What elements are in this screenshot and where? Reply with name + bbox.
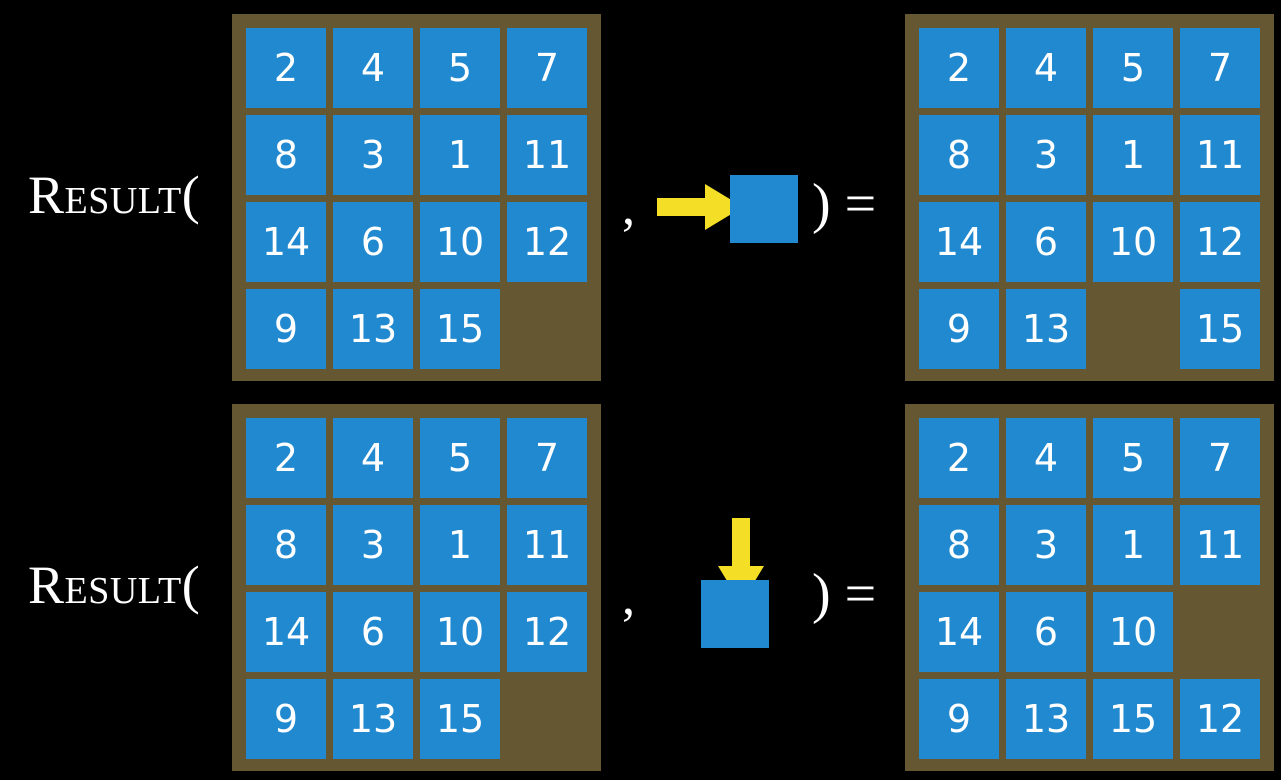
tile[interactable]: 10: [1093, 592, 1173, 672]
tile[interactable]: 7: [507, 28, 587, 108]
tile[interactable]: 11: [507, 115, 587, 195]
move-indicator-row-2: [690, 500, 810, 680]
blank-tile[interactable]: [1180, 592, 1260, 672]
tile[interactable]: 9: [919, 289, 999, 369]
tile[interactable]: 1: [420, 115, 500, 195]
blank-tile-glyph: [701, 580, 769, 648]
tile[interactable]: 7: [1180, 28, 1260, 108]
tile[interactable]: 5: [420, 28, 500, 108]
tile[interactable]: 2: [919, 418, 999, 498]
tile[interactable]: 11: [1180, 115, 1260, 195]
close-paren-equals-row-1: ) =: [812, 173, 877, 235]
tile[interactable]: 13: [1006, 289, 1086, 369]
tile[interactable]: 6: [333, 202, 413, 282]
board-grid: 2 4 5 7 8 3 1 11 14 6 10 12 9 13 15: [919, 28, 1274, 369]
tile[interactable]: 1: [1093, 115, 1173, 195]
tile[interactable]: 2: [246, 418, 326, 498]
input-board-row-2: 2 4 5 7 8 3 1 11 14 6 10 12 9 13 15: [232, 404, 601, 771]
tile[interactable]: 14: [246, 202, 326, 282]
tile[interactable]: 3: [1006, 505, 1086, 585]
tile[interactable]: 5: [420, 418, 500, 498]
equation-row-2: Result( 2 4 5 7 8 3 1 11 14 6 10 12 9 13…: [0, 390, 1281, 780]
result-label-row-2: Result(: [28, 555, 201, 615]
tile[interactable]: 12: [507, 202, 587, 282]
tile[interactable]: 4: [1006, 28, 1086, 108]
equation-row-1: Result( 2 4 5 7 8 3 1 11 14 6 10 12 9 13…: [28, 14, 1274, 381]
tile[interactable]: 4: [333, 28, 413, 108]
tile[interactable]: 4: [333, 418, 413, 498]
tile[interactable]: 15: [1093, 679, 1173, 759]
close-paren-equals-row-2: ) =: [812, 563, 877, 625]
output-board-row-1: 2 4 5 7 8 3 1 11 14 6 10 12 9 13 15: [905, 14, 1274, 381]
tile[interactable]: 9: [919, 679, 999, 759]
tile[interactable]: 2: [919, 28, 999, 108]
tile[interactable]: 8: [246, 115, 326, 195]
tile[interactable]: 7: [507, 418, 587, 498]
tile[interactable]: 4: [1006, 418, 1086, 498]
tile[interactable]: 15: [1180, 289, 1260, 369]
tile[interactable]: 8: [919, 115, 999, 195]
tile[interactable]: 10: [1093, 202, 1173, 282]
tile[interactable]: 14: [919, 592, 999, 672]
board-grid: 2 4 5 7 8 3 1 11 14 6 10 12 9 13 15: [246, 28, 601, 369]
tile[interactable]: 6: [1006, 202, 1086, 282]
board-grid: 2 4 5 7 8 3 1 11 14 6 10 9 13 15 12: [919, 418, 1274, 759]
tile[interactable]: 6: [1006, 592, 1086, 672]
tile[interactable]: 12: [1180, 679, 1260, 759]
tile[interactable]: 15: [420, 289, 500, 369]
tile[interactable]: 3: [1006, 115, 1086, 195]
blank-tile[interactable]: [507, 679, 587, 759]
tile[interactable]: 11: [1180, 505, 1260, 585]
tile[interactable]: 5: [1093, 418, 1173, 498]
tile[interactable]: 13: [333, 679, 413, 759]
comma-separator-row-1: ,: [622, 179, 635, 236]
tile[interactable]: 14: [246, 592, 326, 672]
tile[interactable]: 15: [420, 679, 500, 759]
result-label-row-1: Result(: [28, 165, 201, 225]
tile[interactable]: 12: [1180, 202, 1260, 282]
tile[interactable]: 1: [420, 505, 500, 585]
comma-separator-row-2: ,: [622, 569, 635, 626]
tile[interactable]: 7: [1180, 418, 1260, 498]
tile[interactable]: 13: [1006, 679, 1086, 759]
tile[interactable]: 9: [246, 679, 326, 759]
arrow-right-icon: [657, 184, 743, 230]
tile[interactable]: 3: [333, 505, 413, 585]
tile[interactable]: 5: [1093, 28, 1173, 108]
tile[interactable]: 1: [1093, 505, 1173, 585]
tile[interactable]: 10: [420, 592, 500, 672]
tile[interactable]: 2: [246, 28, 326, 108]
tile[interactable]: 12: [507, 592, 587, 672]
blank-tile[interactable]: [1093, 289, 1173, 369]
tile[interactable]: 11: [507, 505, 587, 585]
tile[interactable]: 9: [246, 289, 326, 369]
tile[interactable]: 6: [333, 592, 413, 672]
input-board-row-1: 2 4 5 7 8 3 1 11 14 6 10 12 9 13 15: [232, 14, 601, 381]
blank-tile[interactable]: [507, 289, 587, 369]
output-board-row-2: 2 4 5 7 8 3 1 11 14 6 10 9 13 15 12: [905, 404, 1274, 771]
board-grid: 2 4 5 7 8 3 1 11 14 6 10 12 9 13 15: [246, 418, 601, 759]
blank-tile-glyph: [730, 175, 798, 243]
tile[interactable]: 8: [246, 505, 326, 585]
tile[interactable]: 10: [420, 202, 500, 282]
move-indicator-row-1: [650, 160, 810, 260]
tile[interactable]: 3: [333, 115, 413, 195]
tile[interactable]: 14: [919, 202, 999, 282]
tile[interactable]: 8: [919, 505, 999, 585]
tile[interactable]: 13: [333, 289, 413, 369]
